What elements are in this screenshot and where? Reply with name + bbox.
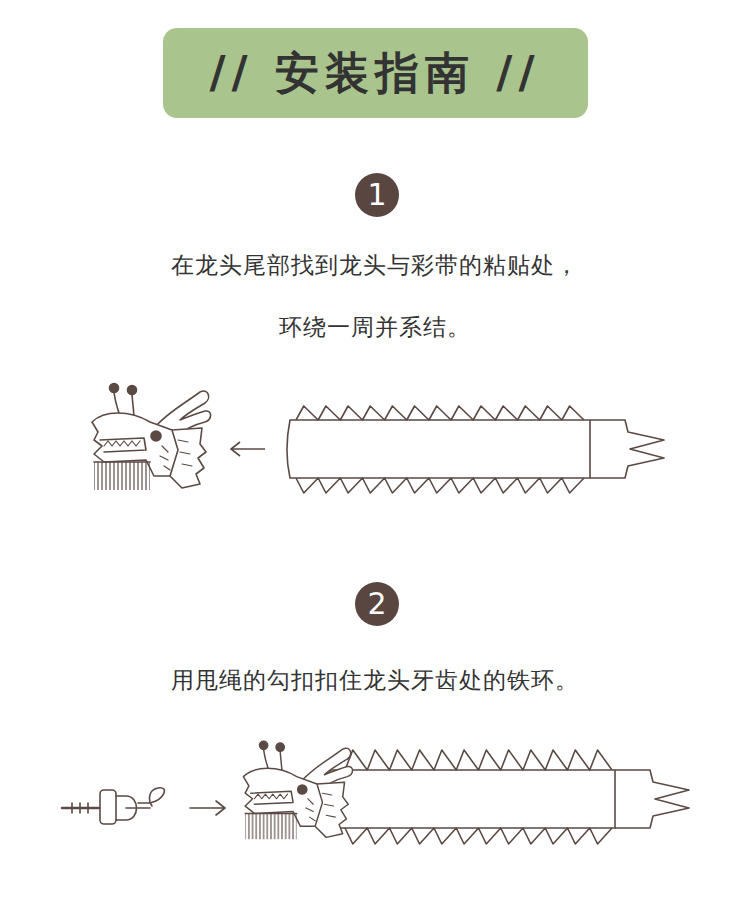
ribbon-teeth (345, 750, 612, 770)
step-instruction: 环绕一周并系结。 (0, 313, 750, 343)
ribbon-teeth (345, 828, 612, 844)
step-number: 1 (355, 173, 399, 217)
step-instruction: 用甩绳的勾扣扣住龙头牙齿处的铁环。 (0, 666, 750, 696)
ribbon-teeth (296, 406, 584, 420)
title: // 安装指南 // (210, 44, 541, 103)
step-instruction: 在龙头尾部找到龙头与彩带的粘贴处， (0, 251, 750, 281)
step-number-text: 2 (367, 589, 386, 619)
step-number-text: 1 (367, 180, 386, 210)
title-banner: // 安装指南 // (163, 28, 588, 118)
step-number: 2 (355, 582, 399, 626)
ribbon-teeth (296, 478, 584, 493)
